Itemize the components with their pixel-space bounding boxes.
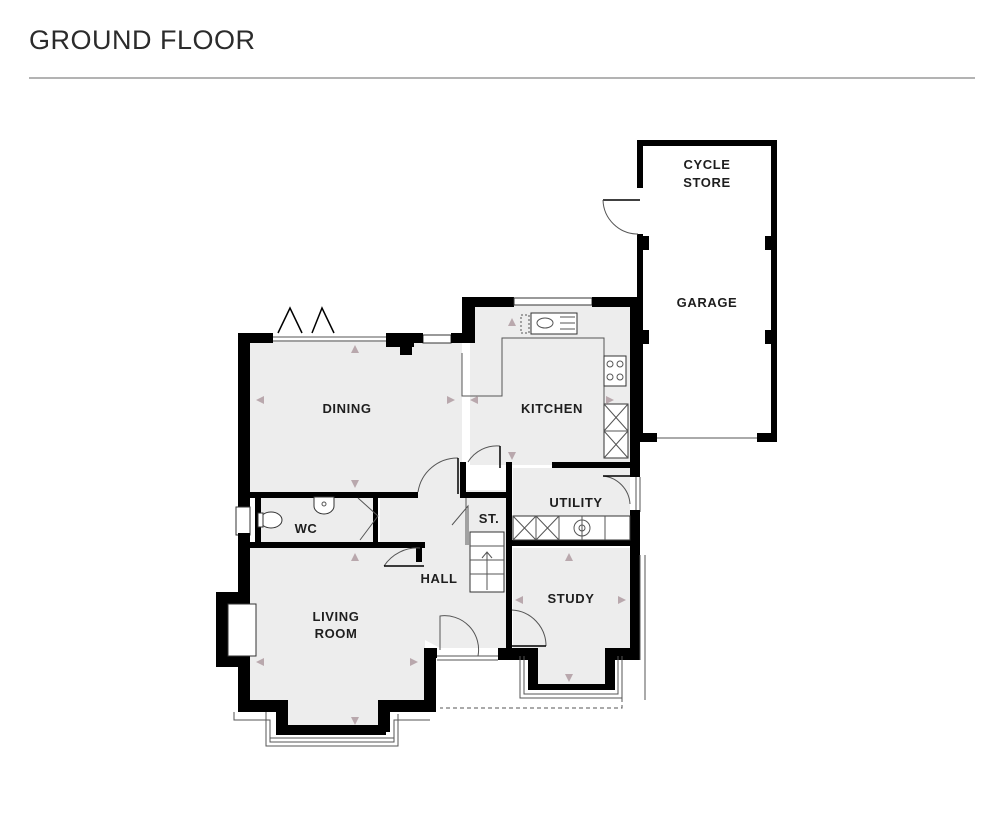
label-cycle-store-line2: STORE (683, 175, 731, 190)
living-floor (250, 548, 425, 730)
label-dining: DINING (322, 401, 371, 416)
label-wc: WC (295, 521, 318, 536)
label-store: ST. (479, 511, 500, 526)
label-garage: GARAGE (677, 295, 738, 310)
dimension-markers (256, 318, 626, 725)
study-floor (513, 548, 630, 685)
page-title: GROUND FLOOR (29, 25, 256, 55)
outer-walls (216, 297, 646, 747)
wc-fittings (257, 496, 335, 529)
label-kitchen: KITCHEN (521, 401, 583, 416)
label-utility: UTILITY (549, 495, 602, 510)
label-living-line1: LIVING (313, 609, 360, 624)
utility-units (512, 515, 631, 541)
hall-floor (380, 490, 510, 648)
room-labels: CYCLE STORE GARAGE DINING KITCHEN UTILIT… (295, 157, 738, 641)
doors (357, 445, 631, 657)
dining-floor (247, 340, 462, 495)
label-hall: HALL (420, 571, 457, 586)
kitchen-units (461, 312, 629, 459)
label-cycle-store-line1: CYCLE (683, 157, 730, 172)
label-study: STUDY (547, 591, 594, 606)
label-living-line2: ROOM (315, 626, 358, 641)
title-divider (29, 77, 975, 79)
stairs (469, 531, 505, 593)
